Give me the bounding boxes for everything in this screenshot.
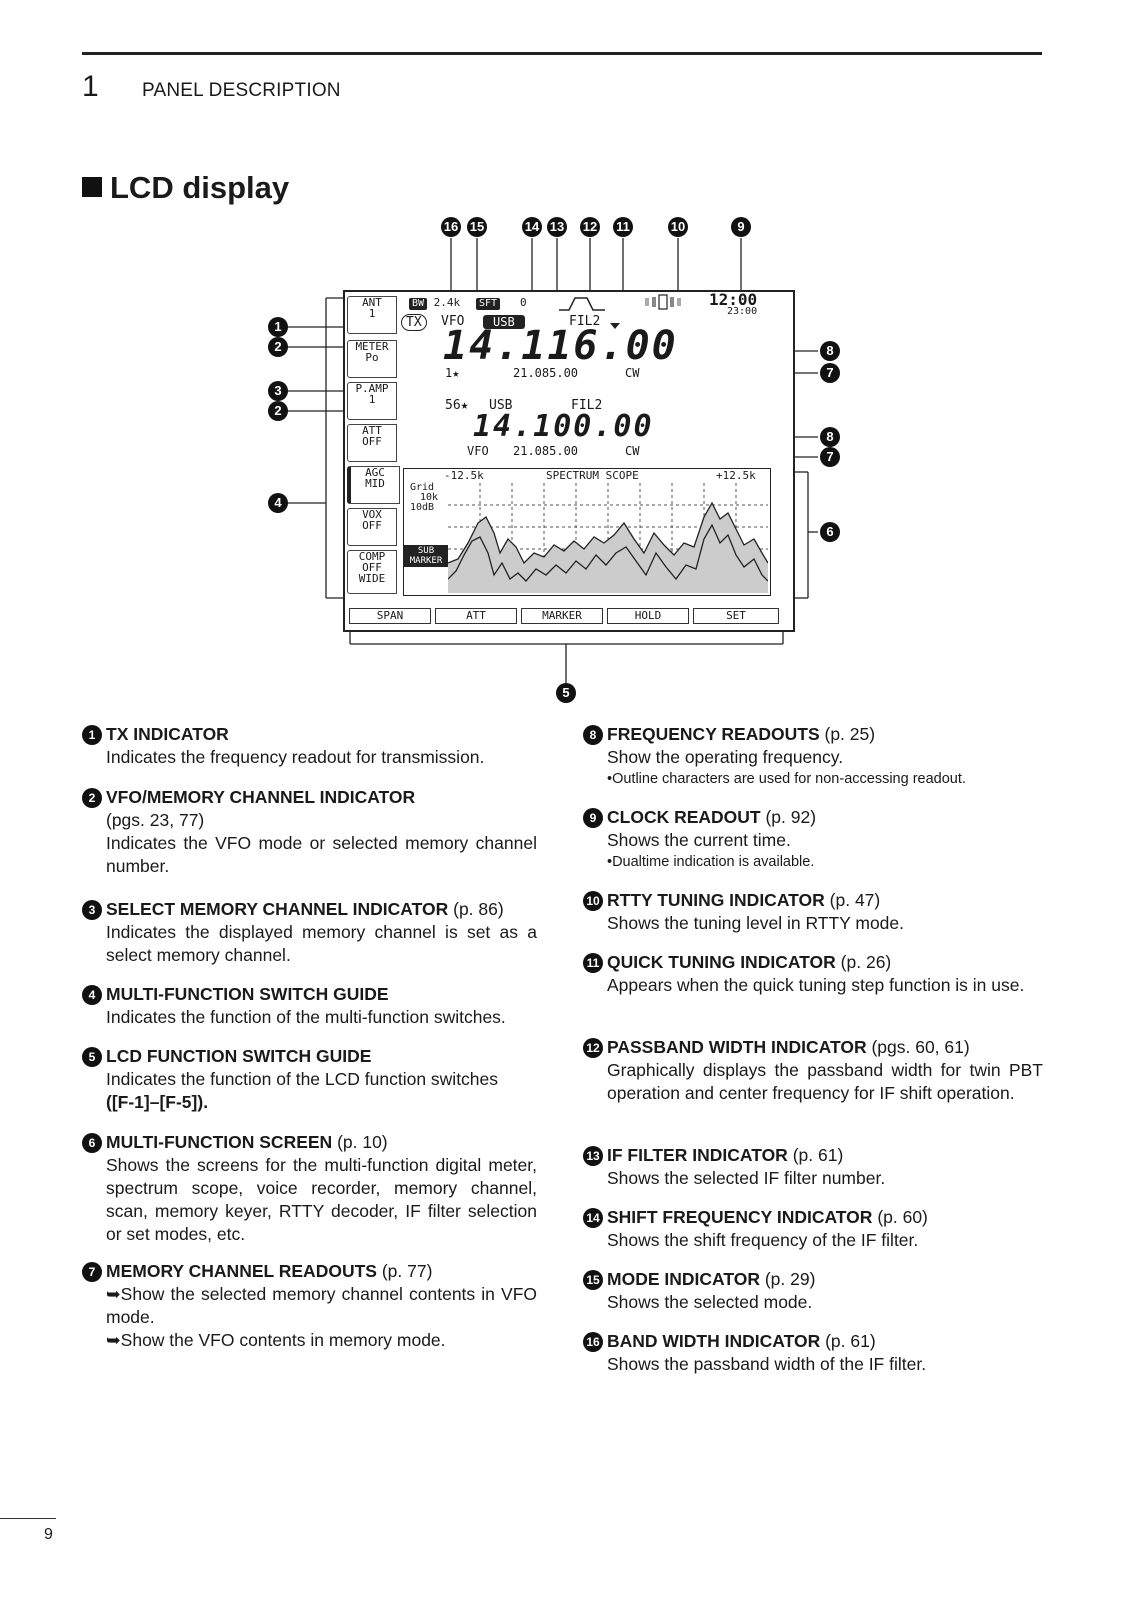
section-title: LCD display (82, 170, 289, 206)
chapter-number: 1 (82, 70, 99, 103)
function-key-hold[interactable]: HOLD (607, 608, 689, 624)
header-rule (82, 52, 1042, 55)
scope-title: SPECTRUM SCOPE (546, 469, 639, 482)
callout-8a: 8 (820, 341, 840, 361)
clock-readout: 12:00 (709, 290, 758, 309)
sub-memory-channel-number: 56★ (445, 398, 469, 413)
page-number: 9 (44, 1526, 53, 1543)
memory-channel-mode: CW (625, 366, 640, 380)
page-number-rule (0, 1518, 56, 1519)
sub-frequency-readout: 14.100.00 (473, 409, 654, 444)
callout-5: 5 (556, 683, 576, 703)
callout-1: 1 (268, 317, 288, 337)
callout-14: 14 (522, 217, 542, 237)
sub-memory-mode: CW (625, 444, 640, 458)
chapter-title: PANEL DESCRIPTION (142, 80, 341, 101)
callout-4: 4 (268, 493, 288, 513)
memory-channel-frequency: 21.085.00 (513, 366, 579, 380)
spectrum-waveform (448, 483, 768, 593)
callout-13: 13 (547, 217, 567, 237)
quick-tuning-icon (610, 323, 620, 329)
callout-16: 16 (441, 217, 461, 237)
memory-channel-number: 1★ (445, 366, 460, 380)
function-key-set[interactable]: SET (693, 608, 779, 624)
if-filter-indicator: FIL2 (569, 314, 601, 329)
callout-7b: 7 (820, 447, 840, 467)
passband-width-icon (559, 297, 605, 311)
shift-frequency-indicator: SFT 0 (476, 296, 527, 310)
callout-7a: 7 (820, 363, 840, 383)
callout-9: 9 (731, 217, 751, 237)
main-frequency-readout: 14.116.00 (443, 323, 678, 369)
callout-2b: 2 (268, 401, 288, 421)
sub-mode-indicator: USB (489, 398, 513, 413)
mode-indicator: USB (483, 315, 525, 329)
callout-11: 11 (613, 217, 633, 237)
section-title-text: LCD display (110, 170, 290, 205)
callout-12: 12 (580, 217, 600, 237)
bandwidth-indicator: BW 2.4k (409, 296, 460, 310)
sub-vfo-indicator: VFO (467, 444, 489, 458)
callout-3: 3 (268, 381, 288, 401)
scope-span-right: +12.5k (716, 469, 756, 482)
sub-memory-frequency: 21.085.00 (513, 444, 579, 458)
rtty-tuning-icon (645, 294, 681, 310)
function-key-marker[interactable]: MARKER (521, 608, 603, 624)
function-key-span[interactable]: SPAN (349, 608, 431, 624)
function-key-att[interactable]: ATT (435, 608, 517, 624)
callout-8b: 8 (820, 427, 840, 447)
callout-10: 10 (668, 217, 688, 237)
callout-2a: 2 (268, 337, 288, 357)
square-bullet-icon (82, 176, 102, 197)
scope-span-left: -12.5k (444, 469, 484, 482)
vfo-indicator: VFO (441, 314, 465, 329)
sub-if-filter-indicator: FIL2 (571, 398, 603, 413)
callout-15: 15 (467, 217, 487, 237)
clock-sub-readout: 23:00 (727, 306, 758, 317)
tx-indicator: TX (401, 314, 427, 331)
callout-6: 6 (820, 522, 840, 542)
